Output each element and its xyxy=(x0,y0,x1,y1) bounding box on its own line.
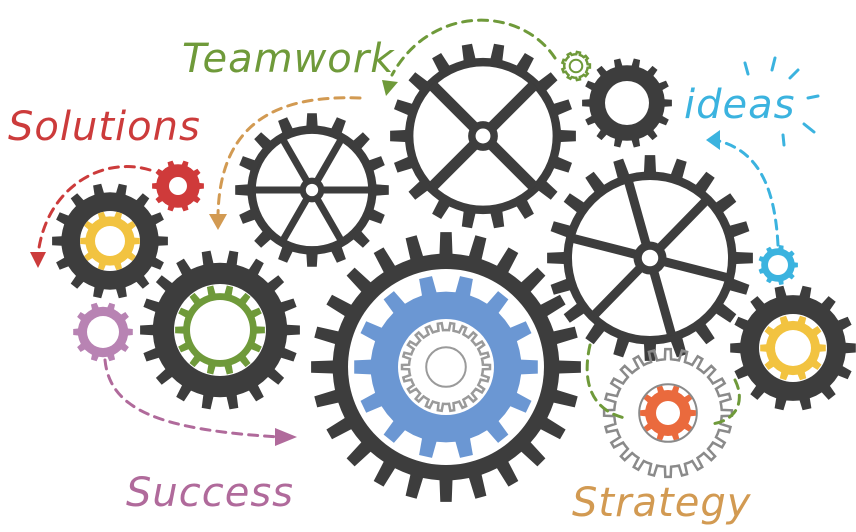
success-arrow-icon xyxy=(103,358,282,439)
strategy-arrow-right-icon xyxy=(710,378,741,426)
arrowheads-layer xyxy=(30,80,720,446)
teamwork-arrowhead-icon xyxy=(382,80,398,96)
strategy-outline-gear-icon xyxy=(602,347,734,479)
orange-gear-icon xyxy=(640,385,696,441)
strategy-arrow-top-icon xyxy=(216,96,362,217)
strategy-arrow-left-icon xyxy=(585,343,627,420)
blue-gear-icon xyxy=(354,276,538,458)
right-spoked-gear-icon xyxy=(547,155,753,361)
red-gear-icon xyxy=(152,160,204,212)
purple-gear-icon xyxy=(73,302,133,362)
teamwork-arrow-icon xyxy=(390,18,557,77)
ideas-arrow-icon xyxy=(713,138,780,247)
green-gear-icon xyxy=(175,285,265,375)
center-outline-gear-icon xyxy=(400,321,492,413)
success-arrowhead-icon xyxy=(275,428,297,446)
solutions-arrow-icon xyxy=(36,165,152,257)
left-spoked-gear-icon xyxy=(235,113,389,267)
arrows-layer xyxy=(36,18,780,439)
ideas-label: ideas xyxy=(684,82,795,128)
solutions-arrowhead-icon xyxy=(30,252,46,268)
green-outline-gear-icon xyxy=(560,50,592,82)
strategy-arrowhead-icon xyxy=(209,214,227,230)
ideas-arrowhead-icon xyxy=(706,130,720,150)
teamwork-label: Teamwork xyxy=(182,36,395,82)
top-right-small-gear-icon xyxy=(582,58,672,148)
gears-layer xyxy=(52,43,856,502)
yellow-gear-icon xyxy=(80,211,140,271)
blue-small-gear-icon xyxy=(758,245,798,285)
solutions-label: Solutions xyxy=(8,104,201,150)
strategy-label: Strategy xyxy=(572,480,752,526)
success-label: Success xyxy=(126,470,294,516)
yellow-gear-right-icon xyxy=(760,315,826,381)
idea-sparkle-icon xyxy=(743,56,820,147)
top-center-spoked-gear-icon xyxy=(390,43,576,229)
